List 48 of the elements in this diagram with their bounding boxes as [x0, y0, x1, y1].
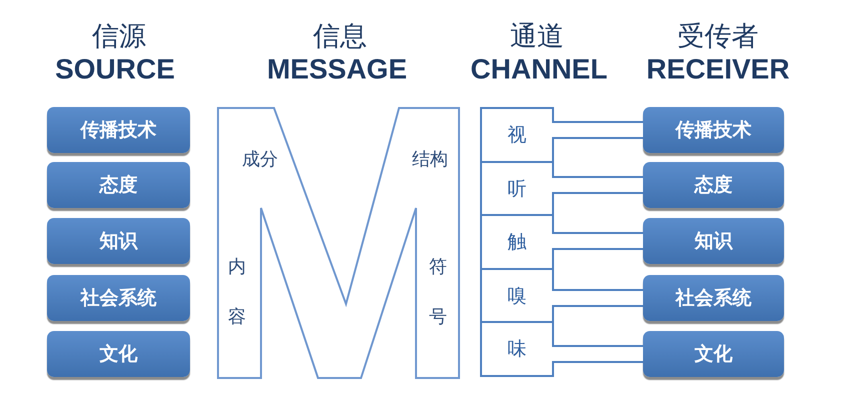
- channel-box: [480, 107, 554, 163]
- factor-box: [643, 218, 784, 264]
- factor-box: [47, 107, 190, 153]
- message-element-label: 成分: [242, 150, 278, 170]
- factor-label: 传播技术: [676, 120, 752, 140]
- tab-connector: [552, 121, 643, 139]
- factor-label: 知识: [100, 230, 138, 252]
- factor-label: 知识: [694, 230, 732, 252]
- channel-box: [480, 268, 554, 324]
- column-heading: RECEIVER: [646, 54, 790, 86]
- sense-label: 嗅: [508, 286, 526, 306]
- factor-box: [47, 275, 190, 321]
- factor-box: [643, 275, 784, 321]
- factor-label: 社会系统: [676, 288, 752, 308]
- column-heading: 受传者: [678, 22, 758, 52]
- factor-label: 传播技术: [80, 120, 156, 140]
- column-heading: MESSAGE: [266, 54, 408, 86]
- factor-box: [47, 218, 190, 264]
- column-heading: 通道: [510, 22, 564, 52]
- tab-connector: [552, 232, 643, 250]
- factor-box: [643, 162, 784, 208]
- message-element-label: 符号: [429, 256, 447, 330]
- tab-connector: [552, 176, 643, 194]
- factor-box: [47, 331, 190, 377]
- channel-box: [480, 321, 554, 377]
- sense-label: 视: [508, 124, 526, 146]
- letter-m-shape: [217, 107, 460, 379]
- channel-box: [480, 161, 554, 217]
- factor-box: [643, 107, 784, 153]
- column-heading: 信息: [313, 22, 367, 52]
- tab-connector: [552, 289, 643, 307]
- sense-label: 味: [508, 338, 526, 360]
- factor-label: 社会系统: [80, 288, 156, 308]
- factor-box: [643, 331, 784, 377]
- factor-label: 态度: [694, 174, 732, 196]
- sense-label: 听: [508, 178, 526, 200]
- sense-label: 触: [508, 232, 526, 252]
- factor-label: 文化: [100, 344, 138, 364]
- tab-connector: [552, 345, 643, 363]
- column-heading: SOURCE: [55, 54, 175, 86]
- factor-box: [47, 162, 190, 208]
- factor-label: 文化: [694, 344, 732, 364]
- message-element-label: 内容: [228, 256, 246, 330]
- column-heading: CHANNEL: [470, 54, 608, 86]
- message-element-label: 结构: [412, 150, 448, 170]
- factor-label: 态度: [100, 174, 138, 196]
- channel-box: [480, 214, 554, 270]
- column-heading: 信源: [92, 22, 146, 52]
